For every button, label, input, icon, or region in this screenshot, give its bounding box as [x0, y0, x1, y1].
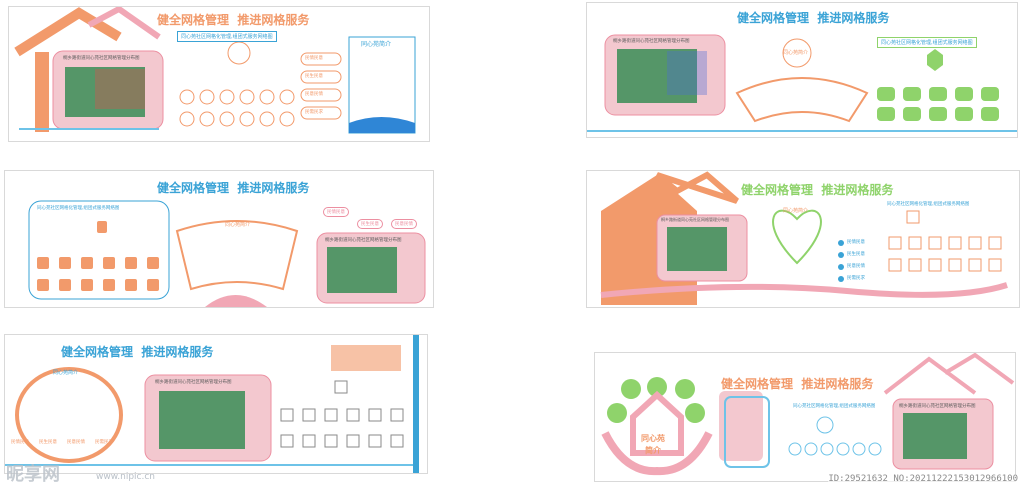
panel-5-label-3: 民需民求: [95, 440, 113, 445]
design-panel-5: 健全网格管理 推进网格服务 同心苑简介 桐乡路街道同心苑社区网格管理分布图 民情…: [4, 334, 428, 474]
panel-2-org-title: 同心苑社区网格化管理,组团式服务网络图: [877, 37, 977, 48]
panel-5-art: [5, 335, 419, 473]
panel-1-org-title: 同心苑社区网格化管理,组团式服务网络图: [177, 31, 277, 42]
design-panel-3: 健全网格管理 推进网格服务 同心苑社区网格化管理,组团式服务网络图 同心苑简介 …: [4, 170, 434, 308]
panel-2-intro-title: 同心苑简介: [783, 50, 809, 56]
panel-1-label-1: 民生民意: [305, 74, 323, 79]
panel-1-label-3: 民需民求: [305, 110, 323, 115]
panel-2-map-title: 桐乡路街道同心苑社区网格管理分布图: [613, 39, 690, 44]
panel-4-label-3: 民需民求: [847, 276, 865, 281]
panel-1-label-0: 民情民意: [305, 56, 323, 61]
panel-6-org-title: 同心苑社区网格化管理,组团式服务网络图: [793, 404, 876, 409]
panel-4-org-title: 同心苑社区网格化管理,组团式服务网络图: [887, 202, 970, 207]
panel-1-headline: 健全网格管理 推进网格服务: [157, 13, 310, 27]
panel-4-label-2: 民意民情: [847, 264, 865, 269]
panel-3-intro-title: 同心苑简介: [225, 222, 251, 228]
watermark-id: ID:29521632 NO:20211222153012966100: [828, 474, 1018, 484]
panel-4-art: [600, 171, 1008, 305]
panel-6-map-title: 桐乡路街道同心苑社区网格管理分布图: [899, 404, 976, 409]
panel-6-intro-title-2: 简介: [645, 446, 661, 455]
design-panel-6: 健全网格管理 推进网格服务 同心苑 简介 同心苑社区网格化管理,组团式服务网络图…: [594, 352, 1016, 482]
panel-4-label-0: 民情民意: [847, 240, 865, 245]
panel-4-intro-title: 同心苑简介: [783, 208, 809, 214]
panel-2-headline: 健全网格管理 推进网格服务: [737, 11, 890, 25]
panel-6-intro-title-1: 同心苑: [641, 434, 665, 443]
panel-3-label-2: 民意民情: [391, 219, 417, 229]
panel-3-art: [28, 200, 426, 307]
panel-3-map-title: 桐乡路街道同心苑社区网格管理分布图: [325, 238, 402, 243]
panel-1-intro-title: 同心苑简介: [361, 41, 392, 48]
panel-2-art: [587, 34, 1017, 132]
watermark-url: www.nipic.cn: [96, 472, 155, 482]
design-panel-2: 健全网格管理 推进网格服务 同心苑社区网格化管理,组团式服务网络图 桐乡路街道同…: [586, 2, 1018, 138]
panel-3-label-0: 民情民意: [323, 207, 349, 217]
panel-3-label-1: 民生民意: [357, 219, 383, 229]
panel-5-map-title: 桐乡路街道同心苑社区网格管理分布图: [155, 380, 232, 385]
panel-5-label-0: 民情民意: [11, 440, 29, 445]
panel-5-label-2: 民意民情: [67, 440, 85, 445]
panel-1-label-2: 民意民情: [305, 92, 323, 97]
design-panel-1: 健全网格管理 推进网格服务 同心苑社区网格化管理,组团式服务网络图 桐乡路街道同…: [8, 6, 430, 142]
panel-5-headline: 健全网格管理 推进网格服务: [61, 345, 214, 359]
panel-6-art: [601, 353, 1015, 476]
panel-1-map-title: 桐乡路街道同心苑社区网格管理分布图: [63, 56, 140, 61]
panel-6-headline: 健全网格管理 推进网格服务: [721, 377, 874, 391]
panel-4-map-title: 桐乡路街道同心苑社区网格管理分布图: [661, 217, 729, 222]
panel-1-art: [14, 7, 416, 134]
watermark-brand: 昵享网: [6, 464, 60, 485]
design-panel-4: 健全网格管理 推进网格服务 同心苑社区网格化管理,组团式服务网络图 同心苑简介 …: [586, 170, 1020, 308]
panel-4-label-1: 民生民意: [847, 252, 865, 257]
panel-3-org-title: 同心苑社区网格化管理,组团式服务网络图: [37, 206, 120, 211]
panel-5-intro-title: 同心苑简介: [53, 370, 79, 376]
panel-5-label-1: 民生民意: [39, 440, 57, 445]
panel-4-headline: 健全网格管理 推进网格服务: [741, 183, 894, 197]
panel-3-headline: 健全网格管理 推进网格服务: [157, 181, 310, 195]
